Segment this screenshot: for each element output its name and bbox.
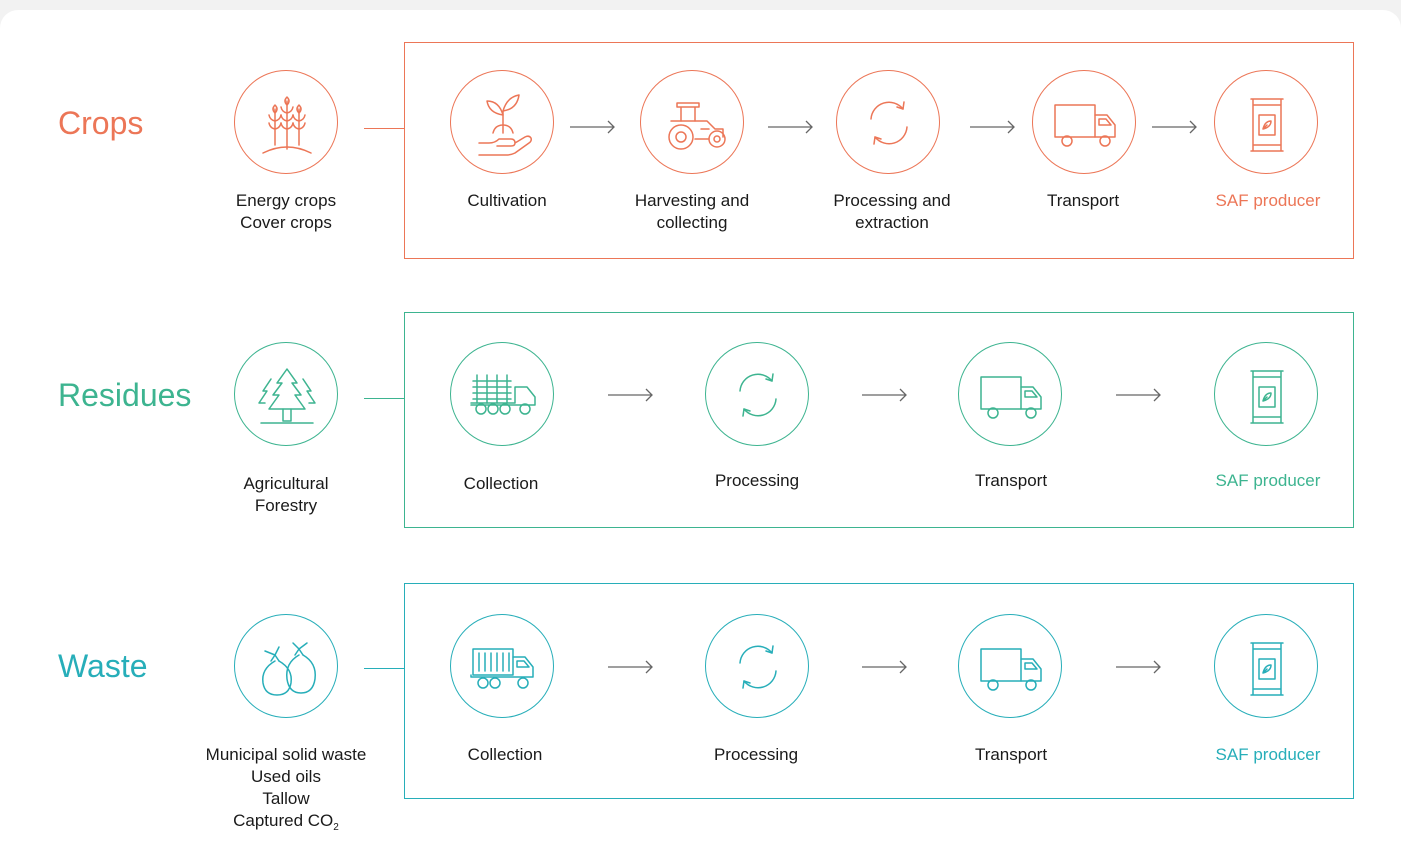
source-item: Energy crops (235, 191, 337, 210)
source-item: Used oils (251, 767, 321, 786)
seedling-in-hand-icon (478, 94, 532, 156)
chain-box-residues (404, 312, 1354, 528)
recycle-arrows-icon (739, 645, 777, 689)
connector-line-crops (364, 128, 404, 129)
co2-subscript: 2 (333, 822, 339, 833)
arrow-icon (608, 660, 653, 674)
step-label-collection: Collection (467, 745, 543, 764)
step-icon-processing (705, 342, 809, 446)
forest-trees-icon (258, 368, 316, 424)
step-label-saf-producer: SAF producer (1215, 191, 1321, 210)
step-icon-saf-producer (1214, 614, 1318, 718)
arrow-icon (1152, 120, 1197, 134)
source-icon-waste (234, 614, 338, 718)
step-label-cultivation: Cultivation (467, 191, 547, 210)
step-label-processing: Processing (714, 471, 800, 490)
delivery-truck-icon (980, 376, 1042, 419)
step-icon-transport (1032, 70, 1136, 174)
recycle-arrows-icon (739, 373, 777, 417)
recycle-arrows-icon (870, 101, 908, 145)
arrow-icon (768, 120, 813, 134)
source-item: Tallow (262, 789, 310, 808)
step-icon-processing-extraction (836, 70, 940, 174)
arrow-icon (608, 388, 653, 402)
step-icon-processing (705, 614, 809, 718)
arrow-icon (862, 660, 907, 674)
source-item: Agricultural (243, 474, 329, 493)
step-label-processing-extraction: Processing and extraction (833, 191, 951, 232)
arrow-icon (970, 120, 1015, 134)
step-icon-collection (450, 614, 554, 718)
step-icon-harvesting (640, 70, 744, 174)
tractor-icon (668, 102, 726, 150)
step-label-processing: Processing (713, 745, 799, 764)
step-icon-saf-producer (1214, 342, 1318, 446)
step-icon-transport (958, 342, 1062, 446)
arrow-icon (862, 388, 907, 402)
garbage-truck-icon (470, 648, 534, 689)
step-icon-collection (450, 342, 554, 446)
wheat-icon (262, 96, 312, 154)
step-label-saf-producer: SAF producer (1215, 745, 1321, 764)
step-label-saf-producer: SAF producer (1215, 471, 1321, 490)
fuel-barrel-icon (1250, 642, 1284, 696)
connector-line-waste (364, 668, 404, 669)
source-list-waste: Municipal solid waste Used oils Tallow C… (186, 744, 386, 839)
row-title-crops: Crops (58, 105, 144, 141)
step-icon-saf-producer (1214, 70, 1318, 174)
arrow-icon (1116, 660, 1161, 674)
source-item-co2: Captured CO2 (233, 811, 339, 833)
connector-line-residues (364, 398, 404, 399)
step-label-harvesting: Harvesting and collecting (634, 191, 750, 232)
garbage-bags-icon (262, 642, 316, 696)
delivery-truck-icon (980, 648, 1042, 691)
arrow-icon (570, 120, 615, 134)
row-title-residues: Residues (58, 377, 192, 413)
chain-box-waste (404, 583, 1354, 799)
step-label-transport: Transport (974, 471, 1048, 490)
step-label-collection: Collection (463, 474, 539, 493)
step-label-transport: Transport (974, 745, 1048, 764)
fuel-barrel-icon (1250, 98, 1284, 152)
row-title-waste: Waste (58, 648, 148, 684)
step-label-transport: Transport (1046, 191, 1120, 210)
delivery-truck-icon (1054, 104, 1116, 147)
arrow-icon (1116, 388, 1161, 402)
fuel-barrel-icon (1250, 370, 1284, 424)
source-item: Municipal solid waste (205, 745, 367, 764)
source-icon-residues (234, 342, 338, 446)
source-icon-crops (234, 70, 338, 174)
chain-box-crops (404, 42, 1354, 259)
source-list-crops: Energy crops Cover crops (186, 190, 386, 234)
source-item: Cover crops (240, 213, 332, 232)
source-list-residues: Agricultural Forestry (186, 473, 386, 517)
step-icon-transport (958, 614, 1062, 718)
step-icon-cultivation (450, 70, 554, 174)
log-truck-icon (470, 374, 536, 415)
source-item: Forestry (254, 496, 318, 515)
